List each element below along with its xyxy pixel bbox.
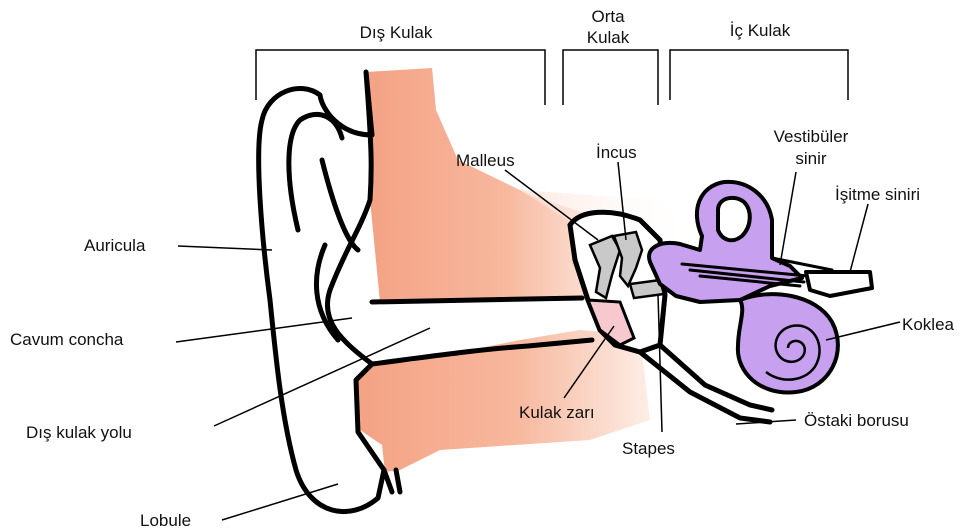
label-incus: İncus (596, 143, 637, 162)
label-dis-kulak-yolu: Dış kulak yolu (26, 423, 132, 442)
leader-auricula (178, 246, 272, 250)
skin-lower (356, 330, 650, 472)
label-kulak-zari: Kulak zarı (519, 403, 595, 422)
label-vestibuler-line1: Vestibüler (774, 127, 849, 146)
lobe-fold-2 (396, 470, 400, 492)
label-stapes: Stapes (622, 439, 675, 458)
label-vestibuler-line2: sinir (795, 149, 827, 168)
section-brackets (256, 50, 848, 105)
hearing-nerve (806, 272, 872, 296)
label-isitme-siniri: İşitme siniri (835, 185, 920, 204)
leader-vestibuler (780, 172, 796, 265)
auricle-outline (259, 72, 384, 512)
section-inner-ear: İç Kulak (730, 21, 791, 40)
label-koklea: Koklea (902, 315, 955, 334)
cochlea (738, 294, 838, 392)
section-outer-ear: Dış Kulak (360, 23, 433, 42)
semicircular-canal-hole (718, 198, 750, 240)
auricle (259, 72, 384, 512)
label-cavum-concha: Cavum concha (10, 330, 124, 349)
section-middle-ear-line1: Orta (591, 7, 625, 26)
hearing-nerve-shape (806, 272, 872, 296)
leader-isitme-siniri (850, 204, 868, 272)
lobe-fold (384, 470, 392, 492)
middle-ear-bracket (563, 50, 658, 105)
label-ostaki-borusu: Östaki borusu (804, 411, 909, 430)
inner-ear-bracket (670, 50, 848, 100)
label-malleus: Malleus (456, 151, 515, 170)
label-lobule: Lobule (140, 511, 191, 530)
section-middle-ear-line2: Kulak (587, 28, 630, 47)
label-auricula: Auricula (84, 236, 146, 255)
